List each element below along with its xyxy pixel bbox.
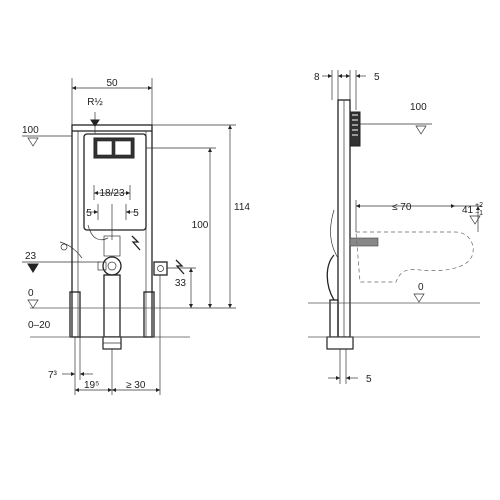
level-marker-icon (469, 215, 481, 225)
water-inlet-icon (90, 119, 100, 127)
tolerance-minus: −1 (475, 210, 483, 217)
dim-18-23: 18/23 (99, 188, 124, 199)
front-view: 50 R½ 100 18/23 5 5 23 0 0–20 114 (22, 78, 250, 395)
level-marker-icon (415, 125, 427, 135)
level-100-label: 100 (22, 125, 39, 136)
side-supply-hose (330, 209, 339, 259)
side-level-0-label: 0 (418, 282, 424, 293)
inlet-label: R½ (87, 97, 103, 108)
level-23-label: 23 (25, 251, 37, 262)
dim-depth-5-bottom: 5 (366, 374, 372, 385)
side-level-100-label: 100 (410, 102, 427, 113)
dim-5-right: 5 (133, 208, 139, 219)
dim-reach-70: ≤ 70 (392, 202, 412, 213)
supply-valve (60, 243, 68, 251)
water-connection (97, 261, 107, 271)
fill-valve-hose (87, 224, 109, 241)
dim-width-50: 50 (106, 78, 118, 89)
level-marker-icon (27, 263, 39, 273)
cistern (83, 133, 147, 231)
flush-button-right (114, 140, 132, 156)
dim-depth-5-top: 5 (374, 72, 380, 83)
dim-height-114: 114 (234, 202, 250, 213)
dim-5-left: 5 (86, 208, 92, 219)
dim-height-100: 100 (192, 220, 209, 231)
supply-hose (59, 241, 83, 259)
range-0-20: 0–20 (28, 320, 51, 331)
electrical-symbol-icon (131, 235, 141, 251)
toilet-bowl (355, 231, 474, 283)
tolerance-plus: +2 (475, 202, 483, 209)
electrical-socket (157, 265, 164, 272)
waste-elbow-inner (107, 261, 117, 271)
level-marker-icon (27, 299, 39, 309)
level-marker-icon (27, 137, 39, 147)
dim-7: 7³ (48, 370, 58, 381)
wall-bracket (349, 237, 379, 247)
level-0-label: 0 (28, 288, 34, 299)
dim-height-41: 41 (462, 205, 474, 216)
level-marker-icon (413, 293, 425, 303)
electrical-box (153, 261, 168, 276)
flush-button-left (96, 140, 113, 156)
side-drain-pipe (329, 299, 339, 338)
side-drain-bend (326, 254, 335, 301)
drain-pipe (103, 274, 121, 338)
side-view: 8 5 100 ≤ 70 41 +2 −1 0 5 (308, 70, 483, 385)
dim-30: ≥ 30 (126, 380, 146, 391)
electrical-symbol-icon (175, 259, 185, 275)
dim-height-33: 33 (175, 278, 187, 289)
dim-depth-8: 8 (314, 72, 320, 83)
side-drain-outlet (326, 336, 354, 350)
dim-19: 19⁵ (84, 380, 99, 391)
side-actuator (349, 111, 361, 147)
